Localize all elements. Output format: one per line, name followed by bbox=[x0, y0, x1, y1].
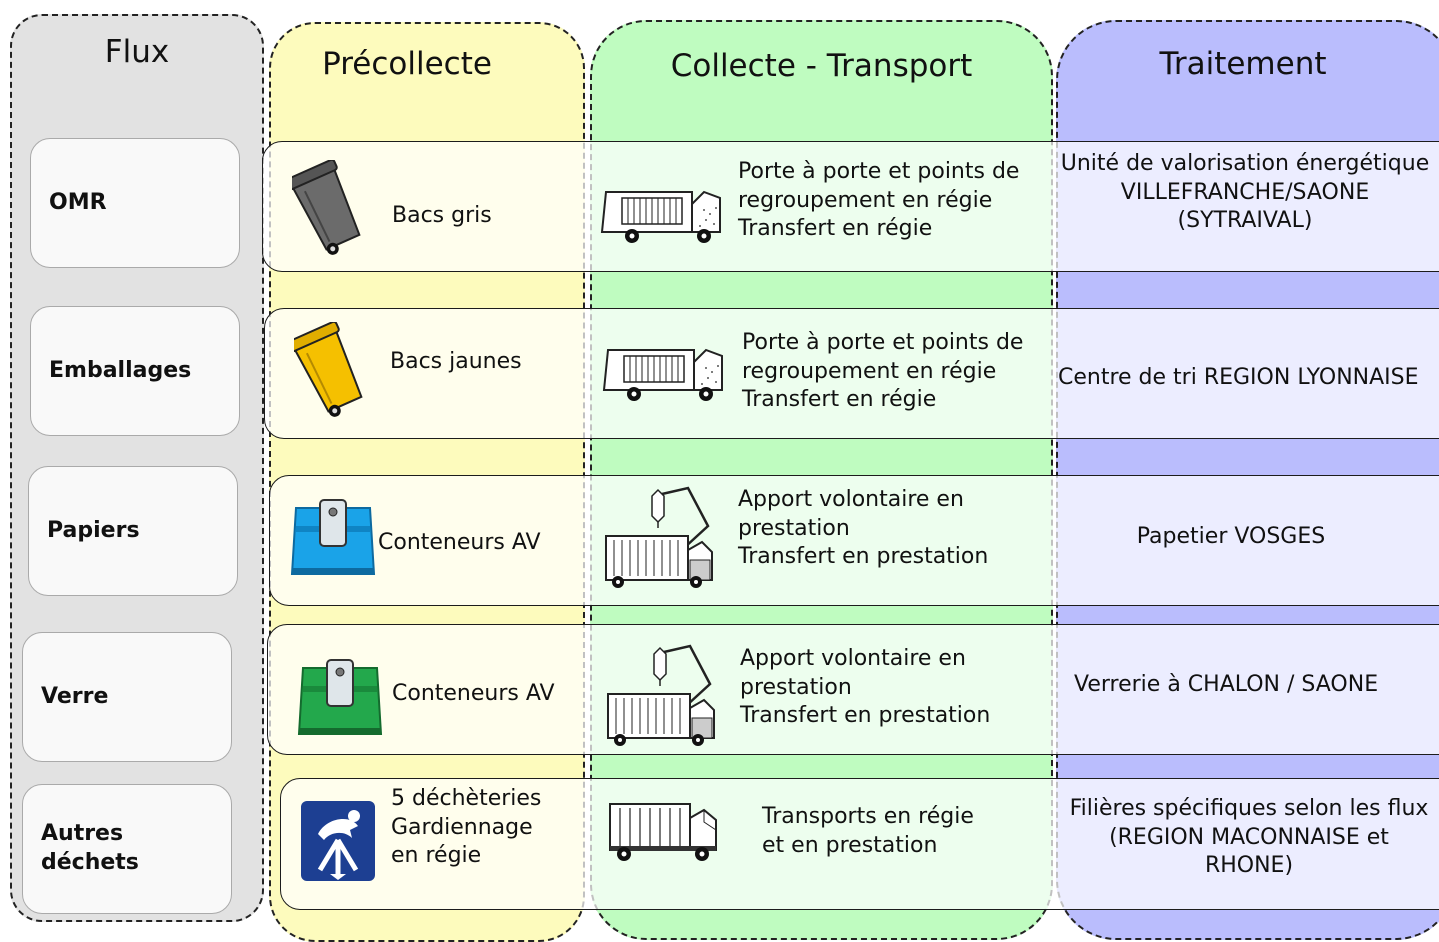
text-line: Transfert en régie bbox=[742, 387, 937, 412]
text-line: Transfert en régie bbox=[738, 216, 933, 241]
text-line: prestation bbox=[738, 515, 850, 541]
traitement-text-verre: Verrerie à CHALON / SAONE bbox=[1074, 671, 1378, 700]
flux-label-line: déchets bbox=[41, 850, 139, 875]
collecte-text-verre: Apport volontaire en prestation Transfer… bbox=[740, 645, 990, 731]
text-line: Papetier VOSGES bbox=[1136, 524, 1326, 549]
flux-box-emballages: Emballages bbox=[30, 306, 240, 436]
crane-truck-icon bbox=[605, 486, 713, 588]
text-line: Apport volontaire en bbox=[738, 487, 964, 512]
recycling-centre-icon bbox=[301, 801, 375, 881]
traitement-text-papiers: Papetier VOSGES bbox=[1056, 523, 1406, 552]
row-omr bbox=[262, 141, 1439, 272]
precollecte-label: Bacs jaunes bbox=[390, 349, 522, 374]
traitement-text-omr: Unité de valorisation énergétique VILLEF… bbox=[1056, 150, 1434, 236]
blue-container-icon bbox=[290, 499, 376, 575]
flux-label: OMR bbox=[49, 189, 107, 215]
text-line: (REGION MACONNAISE et bbox=[1109, 824, 1389, 850]
flux-label-line: Autres bbox=[41, 821, 124, 847]
flux-column-title: Flux bbox=[104, 34, 170, 70]
row-verre bbox=[267, 624, 1439, 755]
collecte-column-title: Collecte - Transport bbox=[670, 48, 973, 84]
text-line: regroupement en régie bbox=[738, 187, 993, 213]
text-line: Transfert en prestation bbox=[740, 703, 991, 728]
grey-bin-icon bbox=[292, 160, 361, 255]
flux-label: Verre bbox=[41, 683, 109, 709]
garbage-truck-icon bbox=[600, 190, 721, 243]
text-line: Unité de valorisation énergétique bbox=[1060, 151, 1430, 176]
precollecte-column-title: Précollecte bbox=[322, 46, 492, 82]
text-line: prestation bbox=[740, 674, 852, 700]
crane-truck-icon bbox=[607, 644, 715, 746]
flux-box-omr: OMR bbox=[30, 138, 240, 268]
green-container-icon bbox=[297, 659, 383, 735]
collecte-text-papiers: Apport volontaire en prestation Transfer… bbox=[738, 486, 988, 572]
traitement-text-emballages: Centre de tri REGION LYONNAISE bbox=[1058, 364, 1419, 393]
text-line: Transports en régie bbox=[762, 804, 974, 829]
collecte-text-omr: Porte à porte et points de regroupement … bbox=[738, 158, 1019, 244]
yellow-bin-icon bbox=[294, 322, 363, 417]
flux-box-verre: Verre bbox=[22, 632, 232, 762]
text-line: et en prestation bbox=[762, 832, 938, 858]
text-line: Porte à porte et points de bbox=[742, 330, 1024, 355]
text-line: Apport volontaire en bbox=[740, 646, 966, 671]
row-emballages bbox=[264, 308, 1439, 439]
precollecte-label: Conteneurs AV bbox=[392, 681, 555, 706]
text-line: en régie bbox=[391, 843, 482, 868]
flux-box-papiers: Papiers bbox=[28, 466, 238, 596]
traitement-text-autres: Filières spécifiques selon les flux (REG… bbox=[1060, 795, 1438, 881]
text-line: Filières spécifiques selon les flux bbox=[1069, 796, 1429, 821]
text-line: regroupement en régie bbox=[742, 358, 997, 384]
text-line: RHONE) bbox=[1204, 853, 1294, 878]
row-papiers bbox=[269, 475, 1439, 606]
row-autres-dechets bbox=[280, 778, 1439, 910]
box-truck-icon bbox=[609, 803, 717, 861]
text-line: Porte à porte et points de bbox=[738, 159, 1020, 184]
precollecte-label: Conteneurs AV bbox=[378, 530, 541, 555]
flux-label: Emballages bbox=[49, 357, 192, 383]
precollecte-text-autres: 5 déchèteries Gardiennage en régie bbox=[391, 785, 541, 871]
garbage-truck-icon bbox=[602, 348, 723, 401]
text-line: (SYTRAIVAL) bbox=[1177, 208, 1313, 233]
text-line: VILLEFRANCHE/SAONE bbox=[1120, 179, 1370, 205]
text-line: Gardiennage bbox=[391, 814, 533, 840]
flux-box-autres-dechets: Autres déchets bbox=[22, 784, 232, 914]
collecte-text-autres: Transports en régie et en prestation bbox=[762, 803, 974, 860]
text-line: Verrerie à CHALON / SAONE bbox=[1074, 672, 1379, 697]
text-line: 5 déchèteries bbox=[391, 786, 542, 811]
traitement-column-title: Traitement bbox=[1159, 46, 1327, 82]
flux-label: Papiers bbox=[47, 517, 140, 543]
text-line: Transfert en prestation bbox=[738, 544, 989, 569]
text-line: Centre de tri REGION LYONNAISE bbox=[1058, 365, 1419, 390]
collecte-text-emballages: Porte à porte et points de regroupement … bbox=[742, 329, 1023, 415]
precollecte-label: Bacs gris bbox=[392, 203, 492, 228]
